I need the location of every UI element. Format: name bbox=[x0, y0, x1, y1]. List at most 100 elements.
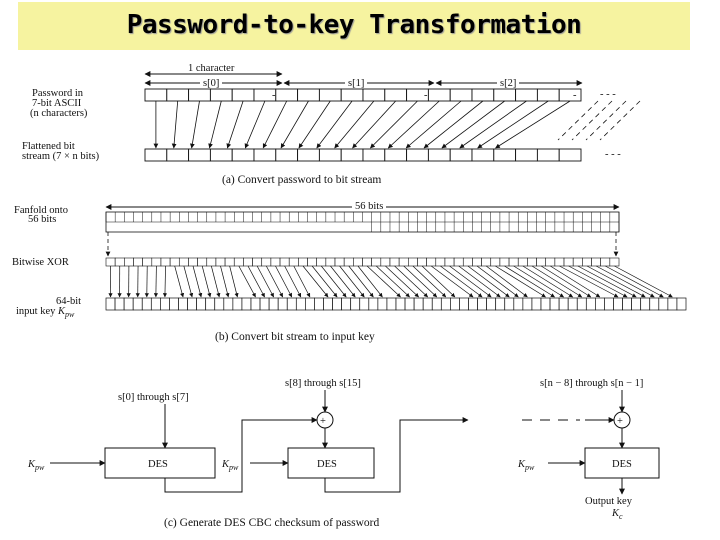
key-bit-cell bbox=[268, 297, 279, 311]
xor-to-key-arrow bbox=[495, 265, 546, 298]
kc-label: Kc bbox=[611, 508, 623, 521]
bits56-bg bbox=[352, 200, 386, 212]
xor-bit-cell bbox=[545, 257, 556, 267]
xor-to-key-arrow bbox=[614, 265, 673, 298]
key-bit-cell bbox=[150, 297, 161, 311]
xor-label: Bitwise XOR bbox=[12, 257, 69, 268]
xor-to-key-arrow bbox=[192, 265, 203, 298]
xor-bit-cell bbox=[325, 257, 336, 267]
flattened-bit-cell bbox=[297, 148, 320, 162]
flattened-bit-cell bbox=[427, 148, 451, 162]
xor-to-key-arrow bbox=[284, 265, 302, 298]
flattened-bit-cell bbox=[188, 148, 211, 162]
key-bit-cell bbox=[504, 297, 515, 311]
key-bit-cell bbox=[567, 297, 578, 311]
sn-label: s[n − 8] through s[n − 1] bbox=[540, 378, 643, 389]
key-bit-cell bbox=[169, 297, 179, 311]
flatten-arrow bbox=[423, 100, 484, 149]
flatten-arrow bbox=[208, 100, 222, 149]
key-bit-cell bbox=[585, 297, 596, 311]
flatten-arrow bbox=[477, 100, 549, 149]
password-bit-cell bbox=[427, 88, 451, 102]
xor-bit-cell bbox=[389, 257, 400, 267]
flattened-bit-cell bbox=[406, 148, 429, 162]
xor-to-key-arrow bbox=[504, 265, 555, 298]
xor-to-key-arrow bbox=[577, 265, 637, 298]
key-bit-cell bbox=[141, 297, 152, 311]
xor-to-key-arrow bbox=[339, 265, 365, 298]
xor-to-key-arrow bbox=[330, 265, 356, 298]
xor-bit-cell bbox=[133, 257, 143, 267]
xor-to-key-arrow bbox=[385, 265, 419, 298]
flattened-bit-cell bbox=[449, 148, 473, 162]
xor-to-key-arrow bbox=[293, 265, 311, 298]
xor-bit-cell bbox=[298, 257, 308, 267]
xor-bit-cell bbox=[270, 257, 281, 267]
xor-bit-cell bbox=[536, 257, 547, 267]
key-bit-cell bbox=[359, 297, 370, 311]
key-bit-cell bbox=[459, 297, 469, 311]
xor-bit-cell bbox=[362, 257, 372, 267]
s8-s15-label: s[8] through s[15] bbox=[285, 378, 361, 389]
xor-to-key-arrow bbox=[366, 265, 401, 298]
xor-to-key-arrow bbox=[458, 265, 501, 298]
xor-to-key-arrow bbox=[229, 265, 239, 298]
key-bit-cell bbox=[160, 297, 170, 311]
xor-to-key-arrow bbox=[540, 265, 592, 298]
key-bit-cell bbox=[277, 297, 288, 311]
flattened-bit-row bbox=[144, 148, 582, 162]
flattened-bit-cell bbox=[144, 148, 168, 162]
xor-bit-cell bbox=[435, 257, 446, 267]
xor-bit-cell bbox=[453, 257, 464, 267]
key-bit-cell bbox=[196, 297, 207, 311]
flattened-bit-cell bbox=[318, 148, 342, 162]
flattened-bit-cell bbox=[253, 148, 277, 162]
key-bit-cell bbox=[305, 297, 315, 311]
password-bit-cell bbox=[144, 88, 168, 102]
key-bit-cell bbox=[468, 297, 478, 311]
key-bit-cell bbox=[649, 297, 660, 311]
key-bit-cell bbox=[676, 297, 687, 311]
xor-to-key-arrow bbox=[559, 265, 619, 298]
flatten-arrow bbox=[244, 100, 266, 149]
flatten-arrow bbox=[334, 100, 375, 149]
flatten-arrows bbox=[153, 100, 641, 149]
key-bit-cell bbox=[431, 297, 442, 311]
s1-label: s[1] bbox=[348, 78, 364, 89]
one-char-label: 1 character bbox=[188, 63, 235, 74]
flatten-arrow bbox=[495, 100, 571, 149]
xor-to-key-arrow bbox=[421, 265, 456, 298]
key-bit-cell bbox=[368, 297, 379, 311]
part-b: 56 bits Fanfold onto 56 bits Bitwise XOR… bbox=[12, 200, 687, 343]
password-bit-cell bbox=[209, 88, 233, 102]
key-bit-cell bbox=[178, 297, 188, 311]
key-bit-cell bbox=[667, 297, 678, 311]
xor-bit-cell bbox=[160, 257, 171, 267]
xor-to-key-arrow bbox=[183, 265, 194, 298]
key-bit-cell bbox=[205, 297, 216, 311]
xor-bit-cell bbox=[151, 257, 162, 267]
flatten-arrow bbox=[226, 100, 244, 149]
key-bit-cell bbox=[631, 297, 642, 311]
des-box-1: DES bbox=[104, 447, 216, 479]
flattened-bit-cell bbox=[166, 148, 190, 162]
xor-to-key-arrow bbox=[321, 265, 347, 298]
key-bit-cell bbox=[323, 297, 333, 311]
key-bit-cell bbox=[250, 297, 261, 311]
key-bit-cell bbox=[404, 297, 415, 311]
kpw-label-3: Kpw bbox=[517, 459, 535, 472]
xor-to-key-arrow bbox=[522, 265, 574, 298]
xor-bit-cell bbox=[609, 257, 620, 267]
xor-bit-cell bbox=[233, 257, 244, 267]
flatten-arrow bbox=[441, 100, 505, 149]
key-bit-cell bbox=[395, 297, 406, 311]
xor-bit-cell bbox=[563, 257, 574, 267]
flatten-arrow bbox=[298, 100, 331, 149]
key-bit-cell bbox=[549, 297, 560, 311]
xor-to-key-arrow bbox=[247, 265, 265, 298]
xor-bit-cell bbox=[472, 257, 482, 267]
xor-to-key-arrow bbox=[394, 265, 429, 298]
fanfold-label-line1: Fanfold onto bbox=[14, 205, 68, 216]
flatten-arrow bbox=[370, 100, 418, 149]
key-bit-cell bbox=[259, 297, 270, 311]
